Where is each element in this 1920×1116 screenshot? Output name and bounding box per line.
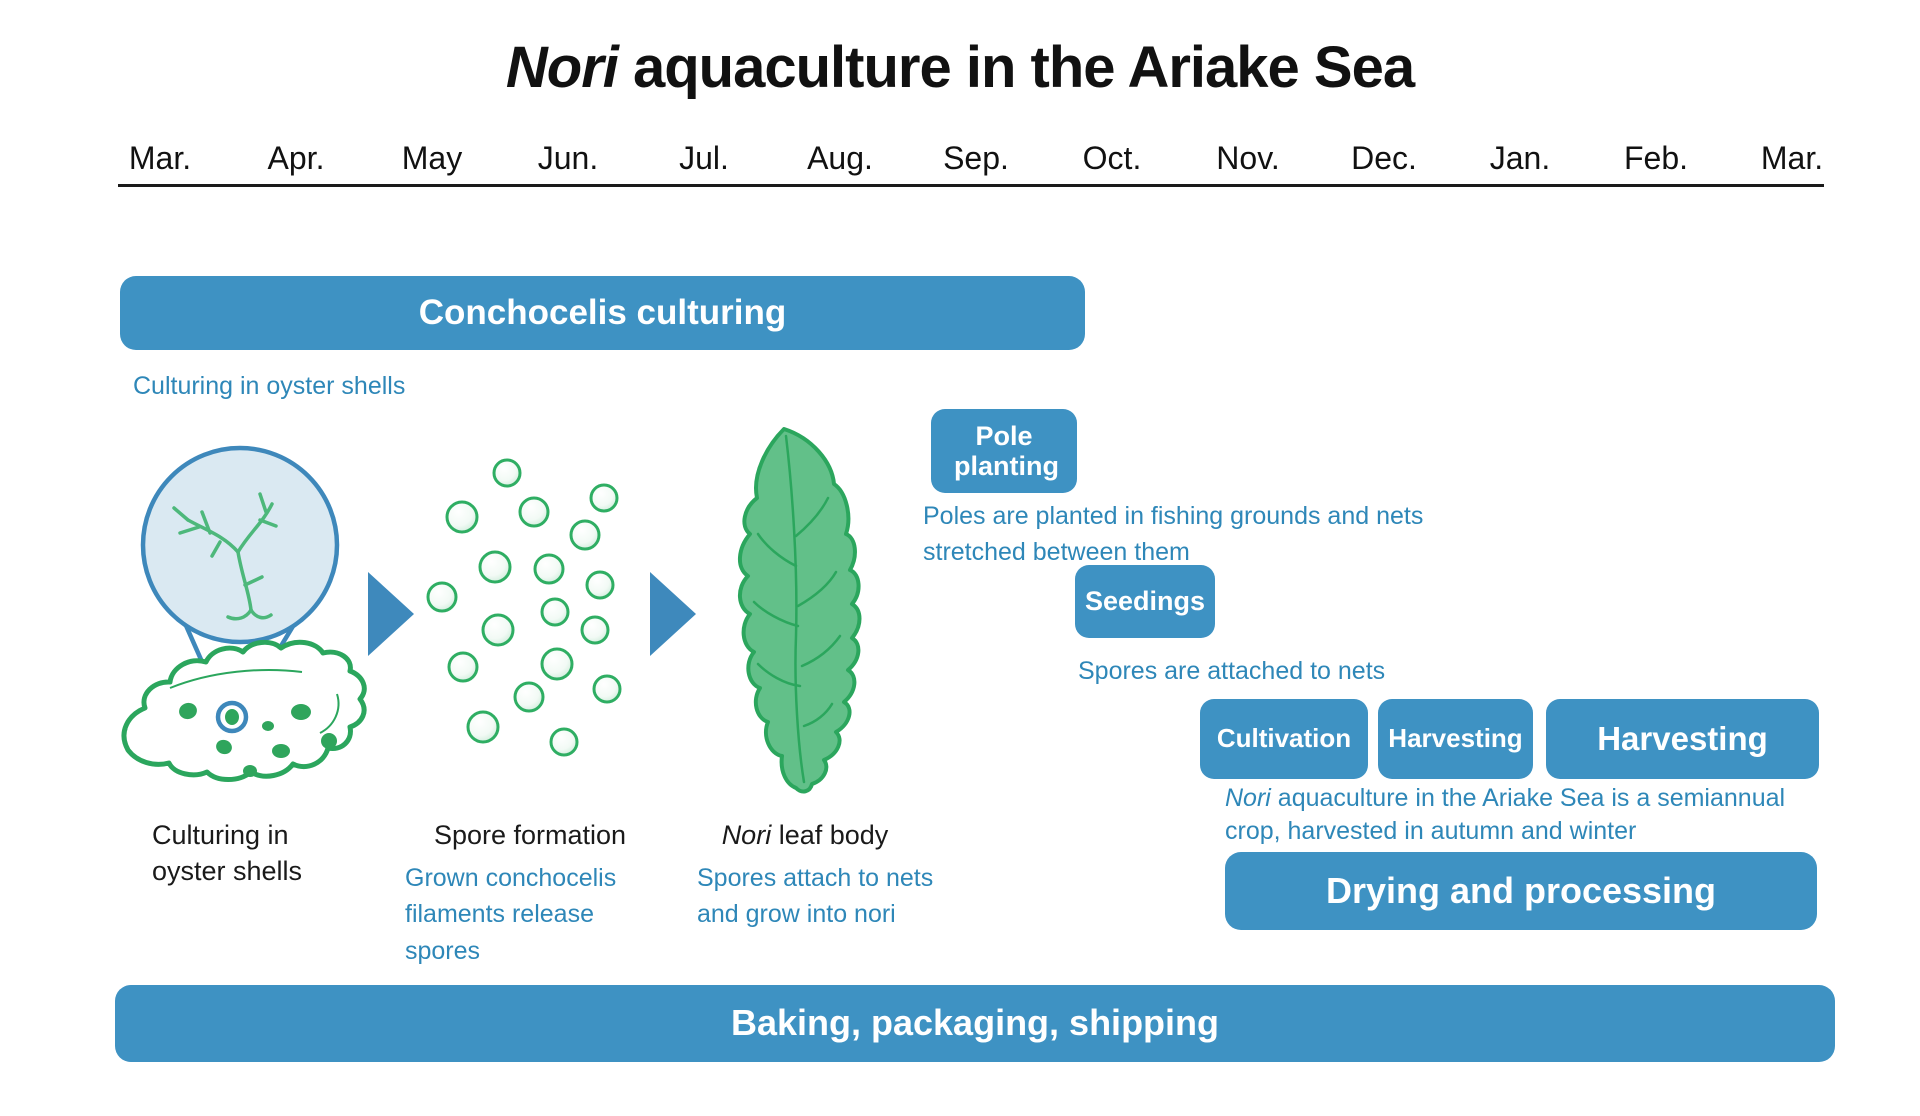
month-label-4: Jun. <box>537 140 599 176</box>
page-title: Nori aquaculture in the Ariake Sea <box>0 34 1920 101</box>
timeline-axis-line <box>118 184 1824 187</box>
month-label-13: Mar. <box>1760 140 1824 176</box>
label-line: oyster shells <box>152 855 303 886</box>
phase-bar-conchocelis-culturing: Conchocelis culturing <box>120 276 1085 350</box>
label-line: Culturing in <box>152 820 289 850</box>
spores-icon <box>426 458 622 757</box>
month-label-5: Jul. <box>679 140 729 176</box>
month-label-8: Oct. <box>1082 140 1142 176</box>
phase-bar-label: Conchocelis culturing <box>418 293 787 333</box>
caption-spore-formation: Grown conchocelis filaments release spor… <box>405 864 617 965</box>
month-label-9: Nov. <box>1216 140 1280 176</box>
title-italic-word: Nori <box>505 35 619 100</box>
nori-leaf-icon <box>738 427 862 794</box>
caption-pole-planting: Poles are planted in fishing grounds and… <box>923 502 1424 567</box>
phase-badge-label: Harvesting <box>1597 719 1768 757</box>
phase-bar-baking-packaging-shipping: Baking, packaging, shipping <box>115 985 1835 1062</box>
month-label-1: Mar. <box>128 140 192 176</box>
phase-badge-pole-planting: Pole planting <box>931 409 1077 493</box>
leaf-veins <box>752 434 842 784</box>
caption-conchocelis: Culturing in oyster shells <box>133 372 406 400</box>
label-spore-formation: Spore formation <box>433 820 627 850</box>
oyster-shell-icon <box>121 639 367 782</box>
phase-badge-seedings: Seedings <box>1075 565 1215 638</box>
month-label-6: Aug. <box>807 140 873 176</box>
month-label-2: Apr. <box>267 140 325 176</box>
label-nori-leaf-body: Nori leaf body <box>695 818 915 854</box>
phase-bar-label: Baking, packaging, shipping <box>730 1002 1220 1044</box>
arrow-right-icon <box>650 572 696 656</box>
phase-badge-harvesting-winter: Harvesting <box>1546 699 1819 779</box>
conchocelis-filaments-icon <box>172 492 278 621</box>
month-label-10: Dec. <box>1351 140 1417 176</box>
phase-badge-cultivation: Cultivation <box>1200 699 1368 779</box>
caption-harvest-note: Nori aquaculture in the Ariake Sea is a … <box>1225 782 1825 848</box>
phase-badge-label: Seedings <box>1084 586 1206 617</box>
phase-badge-label: Harvesting <box>1388 723 1523 754</box>
label-italic-word: Nori <box>721 820 772 850</box>
phase-bar-drying-processing: Drying and processing <box>1225 852 1817 930</box>
phase-badge-harvesting-autumn: Harvesting <box>1378 699 1533 779</box>
month-label-12: Feb. <box>1623 140 1689 176</box>
phase-badge-label: Cultivation <box>1216 723 1352 754</box>
caption-nori-leaf-body: Spores attach to nets and grow into nori <box>697 864 934 929</box>
conchocelis-magnifier-circle-icon <box>140 445 340 645</box>
phase-bar-label: Drying and processing <box>1325 869 1717 911</box>
month-label-11: Jan. <box>1489 140 1551 176</box>
label-culturing-in-oyster-shells: Culturing in oyster shells <box>152 818 302 890</box>
phase-badge-label: Pole planting <box>954 420 1059 481</box>
arrow-right-icon <box>368 572 414 656</box>
month-label-7: Sep. <box>943 140 1009 176</box>
month-label-3: May <box>401 140 463 176</box>
title-rest: aquaculture in the Ariake Sea <box>617 35 1415 100</box>
lifecycle-illustration <box>121 427 862 794</box>
label-rest: leaf body <box>771 820 889 850</box>
harvest-note-italic: Nori <box>1225 784 1271 812</box>
conchocelis-spots <box>179 702 337 777</box>
caption-seedings: Spores are attached to nets <box>1078 657 1386 685</box>
harvest-note-rest: aquaculture in the Ariake Sea is a semia… <box>1225 784 1786 845</box>
